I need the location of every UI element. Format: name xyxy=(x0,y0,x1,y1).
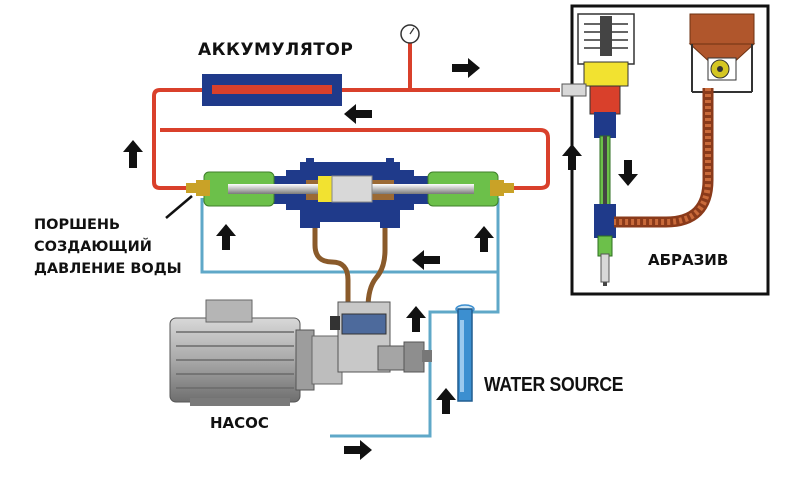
piston-pointer-line xyxy=(165,195,193,219)
arrow-icon xyxy=(406,306,426,332)
water-source-tank xyxy=(455,304,475,402)
arrow-icon xyxy=(452,58,480,78)
flow-arrows xyxy=(123,58,638,460)
cutting-head xyxy=(561,13,635,286)
arrow-icon xyxy=(344,104,372,124)
arrow-icon xyxy=(123,140,143,168)
piston-label-line-2: СОЗДАЮЩИЙ xyxy=(34,239,152,255)
water-source-label: WATER SOURCE xyxy=(484,374,624,396)
abrasive-hopper xyxy=(688,13,756,93)
high-pressure-circuit xyxy=(152,42,560,190)
arrow-icon xyxy=(436,388,456,414)
piston-label: ПОРШЕНЬ СОЗДАЮЩИЙ ДАВЛЕНИЕ ВОДЫ xyxy=(34,214,182,280)
arrow-icon xyxy=(412,250,440,270)
pump-label: НАСОС xyxy=(210,414,269,432)
arrow-icon xyxy=(618,160,638,186)
intensifier xyxy=(186,158,514,228)
oil-lines xyxy=(312,220,388,309)
arrow-icon xyxy=(216,224,236,250)
arrow-icon xyxy=(344,440,372,460)
pump-motor xyxy=(169,299,343,406)
arrow-icon xyxy=(474,226,494,252)
accumulator-label: АККУМУЛЯТОР xyxy=(198,40,354,60)
piston-label-line-3: ДАВЛЕНИЕ ВОДЫ xyxy=(34,261,182,277)
arrow-icon xyxy=(562,144,582,170)
accumulator-tank xyxy=(202,74,342,106)
abrasive-feed-hose xyxy=(614,88,714,228)
pressure-gauge-icon xyxy=(400,24,420,44)
hydraulic-pump xyxy=(330,301,432,373)
abrasive-label: АБРАЗИВ xyxy=(648,251,729,269)
piston-label-line-1: ПОРШЕНЬ xyxy=(34,217,121,233)
